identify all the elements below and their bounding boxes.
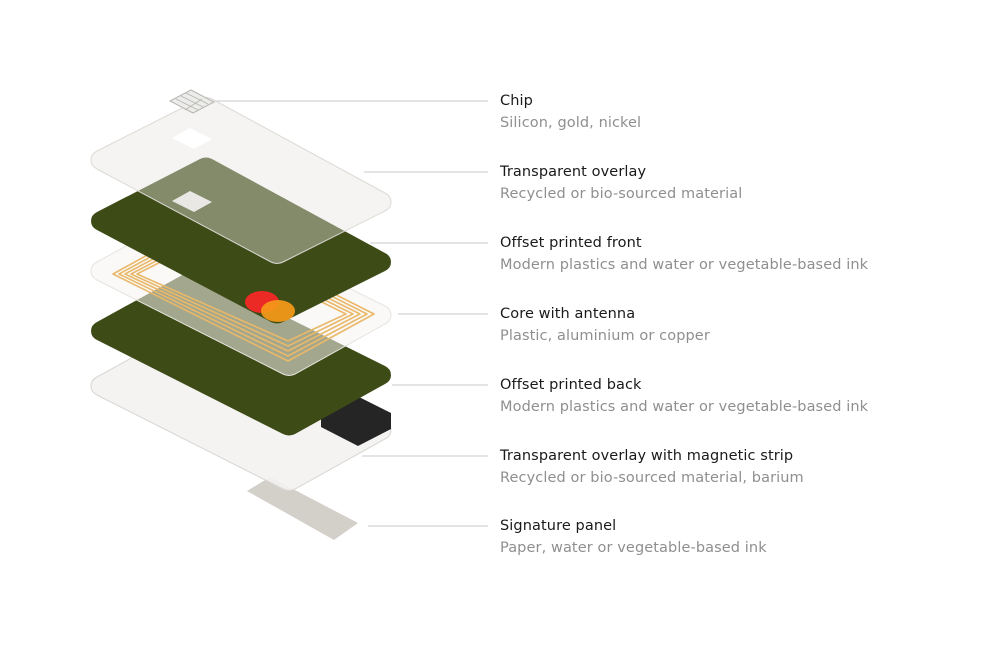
chip-slot-icon — [172, 128, 212, 149]
mastercard-logo-icon — [245, 291, 295, 322]
layer-label-core-with-antenna: Core with antenna Plastic, aluminium or … — [500, 305, 980, 346]
layer-material: Modern plastics and water or vegetable-b… — [500, 399, 869, 415]
offset-printed-front-layer — [91, 157, 391, 324]
leader-lines — [214, 100, 488, 527]
signature-panel-layer — [247, 477, 358, 540]
layer-label-offset-printed-front: Offset printed front Modern plastics and… — [500, 234, 980, 275]
layer-title: Offset printed back — [500, 377, 642, 393]
chip-icon — [168, 89, 216, 114]
layer-material: Recycled or bio-sourced material, barium — [500, 470, 804, 486]
layer-title: Offset printed front — [500, 235, 642, 251]
layer-label-transparent-overlay: Transparent overlay Recycled or bio-sour… — [500, 163, 980, 204]
layer-material: Paper, water or vegetable-based ink — [500, 540, 767, 556]
layer-material: Silicon, gold, nickel — [500, 115, 642, 131]
layer-title: Chip — [500, 93, 533, 109]
layer-title: Signature panel — [500, 518, 617, 534]
transparent-overlay-layer — [90, 97, 392, 264]
layer-title: Transparent overlay — [500, 164, 647, 180]
layer-label-offset-printed-back: Offset printed back Modern plastics and … — [500, 376, 980, 417]
layer-label-chip: Chip Silicon, gold, nickel — [500, 92, 980, 133]
layer-material: Recycled or bio-sourced material — [500, 186, 743, 202]
layer-material: Plastic, aluminium or copper — [500, 328, 710, 344]
chip-slot-shadow-icon — [172, 191, 212, 212]
layer-title: Core with antenna — [500, 306, 636, 322]
layer-label-list: Chip Silicon, gold, nickel Transparent o… — [500, 0, 980, 650]
layer-label-transparent-overlay-magnetic: Transparent overlay with magnetic strip … — [500, 447, 980, 488]
layer-label-signature-panel: Signature panel Paper, water or vegetabl… — [500, 517, 980, 558]
layer-title: Transparent overlay with magnetic strip — [500, 448, 794, 464]
layer-material: Modern plastics and water or vegetable-b… — [500, 257, 869, 273]
